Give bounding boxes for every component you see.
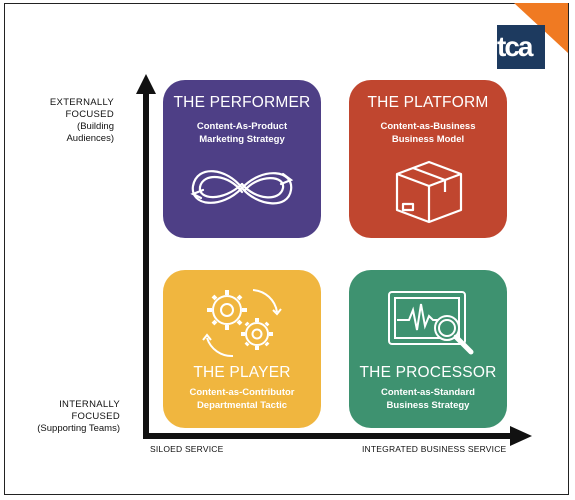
platform-subtitle-1: Content-as-Business: [380, 121, 476, 132]
logo-text: tca: [497, 31, 533, 62]
processor-subtitle-1: Content-as-Standard: [381, 387, 475, 398]
performer-title: THE PERFORMER: [173, 94, 311, 111]
performer-subtitle-2: Marketing Strategy: [199, 134, 285, 145]
x-axis-arrowhead: [510, 426, 532, 446]
x-axis-left-label: SILOED SERVICE: [150, 444, 224, 454]
y-top-line4: Audiences): [66, 133, 114, 144]
quadrant-player: THE PLAYER Content-as-Contributor Depart…: [163, 270, 321, 428]
processor-title: THE PROCESSOR: [359, 364, 497, 381]
platform-subtitle-2: Business Model: [391, 134, 465, 145]
quadrant-platform: THE PLATFORM Content-as-Business Busines…: [349, 80, 507, 238]
monitor-magnifier-icon: [388, 291, 474, 355]
quadrant-performer: THE PERFORMER Content-As-Product Marketi…: [163, 80, 321, 238]
gears-icon: [202, 289, 282, 358]
y-axis-arrowhead: [136, 74, 156, 94]
y-top-line2: FOCUSED: [65, 109, 114, 120]
infinity-loop-icon: [190, 170, 294, 205]
player-subtitle-1: Content-as-Contributor: [189, 387, 295, 398]
y-top-line1: EXTERNALLY: [49, 97, 114, 108]
y-top-line3: (Building: [77, 121, 114, 132]
y-axis-bottom-label: INTERNALLY FOCUSED (Supporting Teams): [20, 399, 120, 435]
x-axis-right-label: INTEGRATED BUSINESS SERVICE: [362, 444, 507, 454]
performer-subtitle-1: Content-As-Product: [196, 121, 288, 132]
tca-logo: tca: [494, 3, 568, 79]
y-bottom-line3: (Supporting Teams): [37, 423, 120, 434]
processor-subtitle-2: Business Strategy: [386, 400, 470, 411]
player-title: THE PLAYER: [193, 364, 291, 381]
y-bottom-line1: INTERNALLY: [59, 399, 120, 410]
quadrant-processor: THE PROCESSOR Content-as-Standard Busine…: [349, 270, 507, 428]
box-icon: [395, 160, 463, 224]
platform-title: THE PLATFORM: [367, 94, 489, 111]
y-bottom-line2: FOCUSED: [71, 411, 120, 422]
y-axis-top-label: EXTERNALLY FOCUSED (Building Audiences): [30, 97, 114, 145]
player-subtitle-2: Departmental Tactic: [196, 400, 288, 411]
logo-box: [497, 25, 545, 69]
